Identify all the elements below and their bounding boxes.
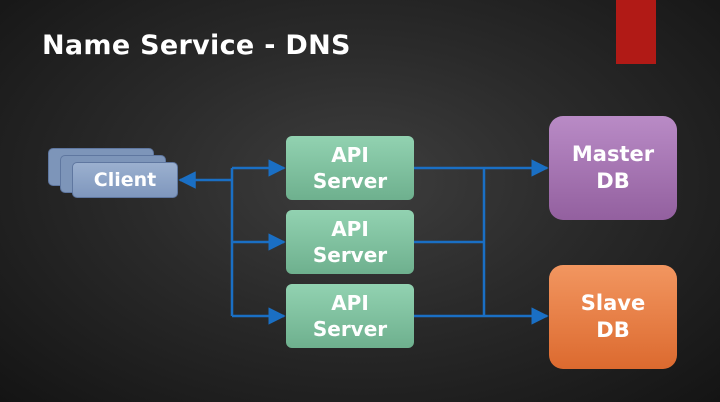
api-server-2-line1: API	[331, 217, 369, 241]
api-server-1: API Server	[286, 136, 414, 200]
slave-db-line2: DB	[596, 318, 630, 342]
api-server-1-line1: API	[331, 143, 369, 167]
master-db: Master DB	[549, 116, 677, 220]
master-db-line1: Master	[571, 141, 655, 166]
master-db-line2: DB	[596, 169, 630, 193]
api-server-2-line2: Server	[312, 243, 388, 267]
accent-bar	[616, 0, 656, 64]
client-box: Client	[72, 162, 178, 198]
api-server-3-line1: API	[331, 291, 369, 315]
api-server-1-line2: Server	[312, 169, 388, 193]
api-server-3-line2: Server	[312, 317, 388, 341]
api-server-2: API Server	[286, 210, 414, 274]
api-server-3: API Server	[286, 284, 414, 348]
slide-title: Name Service - DNS	[42, 30, 351, 61]
slave-db-line1: Slave	[580, 290, 646, 315]
slave-db: Slave DB	[549, 265, 677, 369]
client-label: Client	[93, 168, 157, 191]
